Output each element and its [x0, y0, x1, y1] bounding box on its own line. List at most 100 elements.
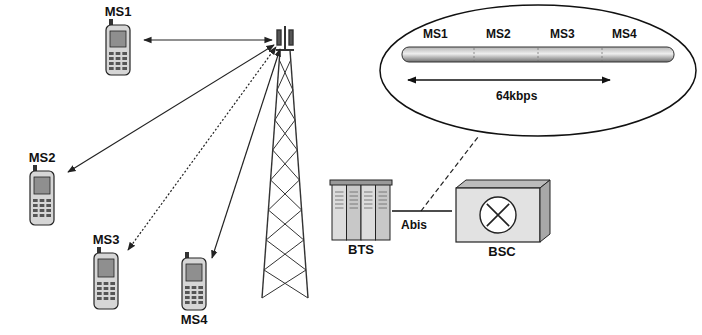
channel-label: 64kbps: [496, 89, 537, 103]
phone-key: [46, 214, 51, 217]
mobile-station: MS1: [96, 4, 140, 77]
channel-label: MS4: [612, 27, 637, 41]
radio-links: [68, 40, 280, 258]
interface-label: Abis: [399, 218, 429, 232]
mobile-station: MS4: [172, 252, 216, 327]
cabinet-vent: [335, 208, 344, 209]
base-station-controller: BSC: [452, 178, 552, 259]
phone-screen: [34, 177, 50, 194]
phone-key: [104, 292, 109, 295]
phone-key: [97, 297, 102, 300]
bandwidth-arrow: [408, 79, 610, 80]
cabinet-vent: [364, 208, 373, 209]
phone-body: [182, 258, 206, 310]
phone-key: [33, 209, 38, 212]
phone-key: [122, 57, 127, 60]
cabinet-vent: [379, 200, 388, 201]
mobile-station: MS2: [20, 150, 64, 227]
antenna-tower: [262, 26, 308, 298]
channel-label: MS1: [423, 27, 448, 41]
phone-icon: [84, 247, 128, 311]
phone-key: [40, 199, 45, 202]
phone-key: [110, 282, 115, 285]
switch-cross: [487, 204, 509, 226]
phone-key: [109, 62, 114, 65]
cabinet-vent: [379, 192, 388, 193]
phone-key: [198, 296, 203, 299]
cabinet-panel: [332, 184, 347, 240]
cabinet-vent: [350, 204, 359, 205]
cabinet-side: [540, 180, 550, 242]
phone-key: [46, 209, 51, 212]
cabinet-top: [456, 180, 550, 188]
cabinet-vent: [364, 196, 373, 197]
cabinet-top: [330, 180, 392, 185]
phone-body: [94, 253, 118, 309]
phone-key: [110, 292, 115, 295]
cabinet-body: [456, 188, 540, 242]
cabinet-vent: [379, 208, 388, 209]
cabinet-vent: [350, 196, 359, 197]
phone-key: [198, 286, 203, 289]
phone-key: [46, 204, 51, 207]
device-label: BSC: [488, 244, 515, 259]
radio-link: [128, 47, 276, 250]
antenna-panel: [277, 30, 281, 45]
cabinet-vent: [335, 200, 344, 201]
phone-key: [122, 62, 127, 65]
device-label: MS3: [93, 232, 120, 247]
phone-key: [185, 286, 190, 289]
phone-key: [116, 67, 121, 70]
phone-key: [97, 287, 102, 290]
antenna-panel: [289, 30, 293, 45]
phone-key: [192, 291, 197, 294]
device-label: BTS: [348, 242, 374, 257]
cabinet-vent: [379, 204, 388, 205]
phone-key: [40, 209, 45, 212]
cabinet-vent: [335, 192, 344, 193]
channel-bar: [402, 47, 674, 62]
phone-key: [122, 67, 127, 70]
cabinet-vent: [364, 204, 373, 205]
device-label: MS1: [105, 4, 132, 19]
base-transceiver-station: BTS: [330, 180, 392, 257]
cabinet-vent: [335, 196, 344, 197]
phone-key: [192, 296, 197, 299]
phone-key: [33, 214, 38, 217]
cabinet-panel: [376, 184, 391, 240]
phone-key: [198, 291, 203, 294]
bts-icon: [330, 180, 392, 242]
phone-key: [97, 292, 102, 295]
phone-key: [185, 291, 190, 294]
mobile-station: MS3: [84, 232, 128, 311]
phone-key: [104, 297, 109, 300]
device-label: MS4: [181, 312, 208, 327]
tower-brace: [262, 60, 306, 298]
phone-key: [116, 62, 121, 65]
channel-label: MS2: [486, 27, 511, 41]
channel-label: MS3: [550, 27, 575, 41]
radio-link: [144, 39, 272, 40]
cabinet-vent: [335, 204, 344, 205]
phone-key: [33, 199, 38, 202]
phone-key: [185, 301, 190, 304]
phone-icon: [96, 19, 140, 77]
phone-key: [110, 297, 115, 300]
callout-ellipse: [380, 5, 696, 136]
tower-leg: [290, 50, 308, 298]
cabinet-panel: [361, 184, 376, 240]
cabinet-panel: [347, 184, 362, 240]
cabinet-vent: [350, 200, 359, 201]
tower-leg: [262, 50, 280, 298]
cabinet-vent: [379, 196, 388, 197]
phone-key: [109, 67, 114, 70]
phone-key: [192, 301, 197, 304]
phone-key: [198, 301, 203, 304]
phone-key: [109, 57, 114, 60]
radio-link: [212, 49, 280, 258]
cabinet-vent: [364, 200, 373, 201]
channel-divider: [602, 48, 603, 61]
phone-key: [40, 214, 45, 217]
phone-screen: [186, 264, 202, 281]
